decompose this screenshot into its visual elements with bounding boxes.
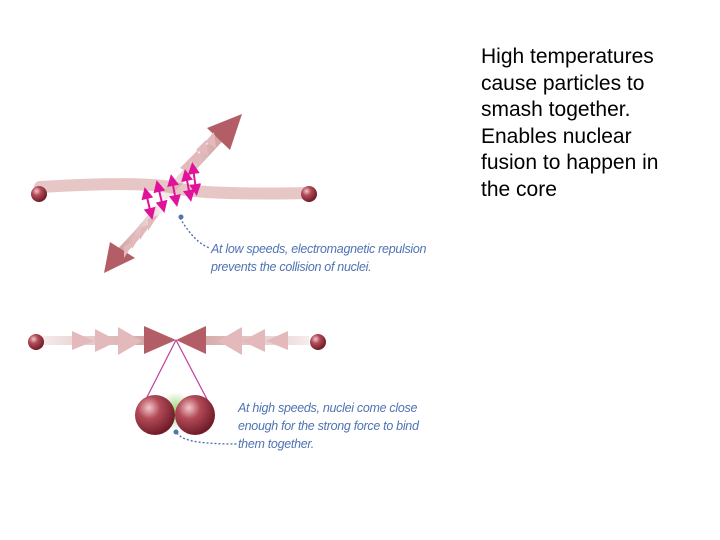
- repulsion-arrows: [141, 162, 202, 220]
- slide-text-line-4: Enables nuclear: [481, 124, 632, 148]
- low-speed-scene: [31, 114, 317, 273]
- high-speed-leader: [176, 432, 239, 445]
- low-speed-caption-line-2: prevents the collision of nuclei.: [211, 260, 372, 274]
- low-speed-caption-line-1: At low speeds, electromagnetic repulsion: [211, 242, 427, 256]
- fused-nucleus-left: [135, 395, 175, 435]
- slide-body-text: High temperatures cause particles to sma…: [481, 44, 706, 203]
- nucleus-right-top: [301, 186, 317, 202]
- nucleus-left-top: [31, 186, 47, 202]
- high-speed-caption-line-2: enough for the strong force to bind: [238, 419, 419, 433]
- low-speed-caption: At low speeds, electromagnetic repulsion…: [211, 240, 427, 276]
- zoom-lines: [142, 339, 211, 406]
- high-speed-caption: At high speeds, nuclei come close enough…: [238, 399, 419, 453]
- nucleus-right-bottom: [310, 334, 326, 350]
- slide-text-line-3: smash together.: [481, 98, 631, 121]
- high-speed-caption-line-3: them together.: [238, 437, 314, 451]
- deflected-path-upper: [160, 114, 242, 200]
- nucleus-left-bottom: [28, 334, 44, 350]
- high-speed-caption-line-1: At high speeds, nuclei come close: [238, 401, 418, 415]
- slide-text-line-6: the core: [481, 177, 557, 201]
- low-speed-leader: [179, 217, 211, 249]
- slide-text-line-5: fusion to happen in: [481, 151, 659, 174]
- slide-text-line-2: cause particles to: [481, 71, 645, 95]
- deflected-path-lower: [104, 200, 167, 273]
- slide-text-line-1: High temperatures: [481, 45, 654, 68]
- fused-nucleus-right: [175, 395, 215, 435]
- approach-path-left: [42, 326, 176, 355]
- high-speed-scene: [28, 326, 326, 445]
- approach-path-right: [176, 326, 309, 355]
- fusion-diagram: [28, 114, 326, 445]
